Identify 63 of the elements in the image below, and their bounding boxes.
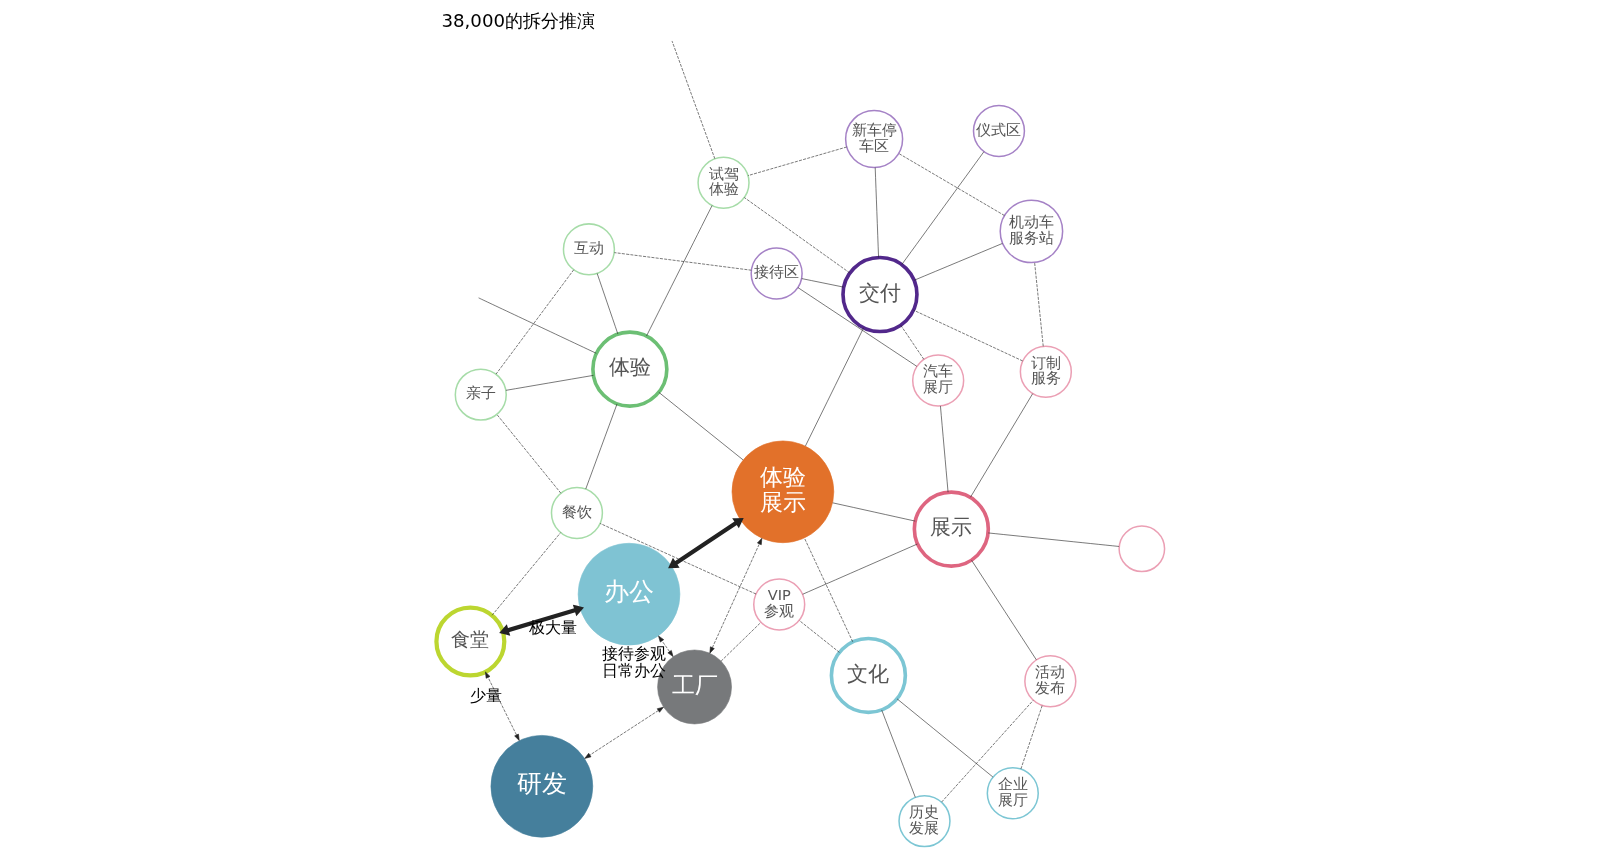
node-circle: 活动发布 xyxy=(1023,655,1077,708)
node-circle xyxy=(1117,525,1165,573)
connector xyxy=(584,403,617,490)
connector xyxy=(747,146,847,176)
node-circle: VIP参观 xyxy=(752,578,805,631)
connector xyxy=(969,393,1033,498)
arrow xyxy=(667,517,744,569)
arrow xyxy=(583,706,664,759)
connector xyxy=(939,405,948,493)
node-circle: 机动车服务站 xyxy=(998,199,1063,264)
connector xyxy=(913,243,1003,281)
edge-label: 少量 xyxy=(469,686,502,706)
connector xyxy=(970,559,1037,661)
diagram-title: 38,000的拆分推演 xyxy=(440,10,595,32)
connector xyxy=(596,273,618,335)
connector xyxy=(912,309,1023,362)
connector xyxy=(495,269,574,375)
node-circle: 新车停车区 xyxy=(844,109,903,169)
node-circle: 汽车展厅 xyxy=(911,354,964,407)
connector xyxy=(900,324,924,360)
connector xyxy=(599,523,756,595)
node-circle: 试驾体验 xyxy=(696,156,750,209)
connector xyxy=(1033,262,1044,347)
connector xyxy=(897,153,1005,216)
node-circle: 展示 xyxy=(912,490,990,568)
arrow xyxy=(498,604,584,636)
edge-label: 极大量 xyxy=(528,618,577,638)
connector xyxy=(803,537,853,643)
connector xyxy=(896,698,993,778)
node-circle: 仪式区 xyxy=(972,104,1025,158)
arrow xyxy=(484,671,520,741)
connector xyxy=(613,252,752,271)
connector xyxy=(797,287,917,367)
connector xyxy=(831,502,915,522)
connector xyxy=(496,414,561,494)
connector xyxy=(1020,705,1042,770)
connector xyxy=(658,392,743,461)
connector xyxy=(720,622,761,662)
connector xyxy=(743,197,850,274)
connector xyxy=(901,151,984,265)
node-circle: 文化 xyxy=(829,636,907,715)
node-circle: 企业展厅 xyxy=(986,767,1039,820)
arrow xyxy=(657,635,673,657)
connector xyxy=(874,167,879,258)
node-circle: 订制服务 xyxy=(1019,345,1072,398)
connector xyxy=(505,375,594,391)
arrow xyxy=(709,538,762,654)
node-circle: 亲子 xyxy=(454,368,507,421)
connector xyxy=(940,700,1033,803)
node-circle: 餐饮 xyxy=(550,486,603,540)
node-circle: 体验 xyxy=(590,330,669,408)
connector xyxy=(477,297,597,354)
connector xyxy=(804,327,864,447)
connector xyxy=(801,543,918,595)
node-circle: 接待区 xyxy=(749,247,803,300)
connector xyxy=(645,205,712,337)
connector xyxy=(880,709,916,798)
connector xyxy=(987,532,1119,547)
node-circle: 互动 xyxy=(562,223,615,276)
node-circle: 交付 xyxy=(840,255,919,334)
node-circle: 历史发展 xyxy=(897,794,951,848)
connector xyxy=(800,278,844,288)
connector xyxy=(491,532,561,616)
